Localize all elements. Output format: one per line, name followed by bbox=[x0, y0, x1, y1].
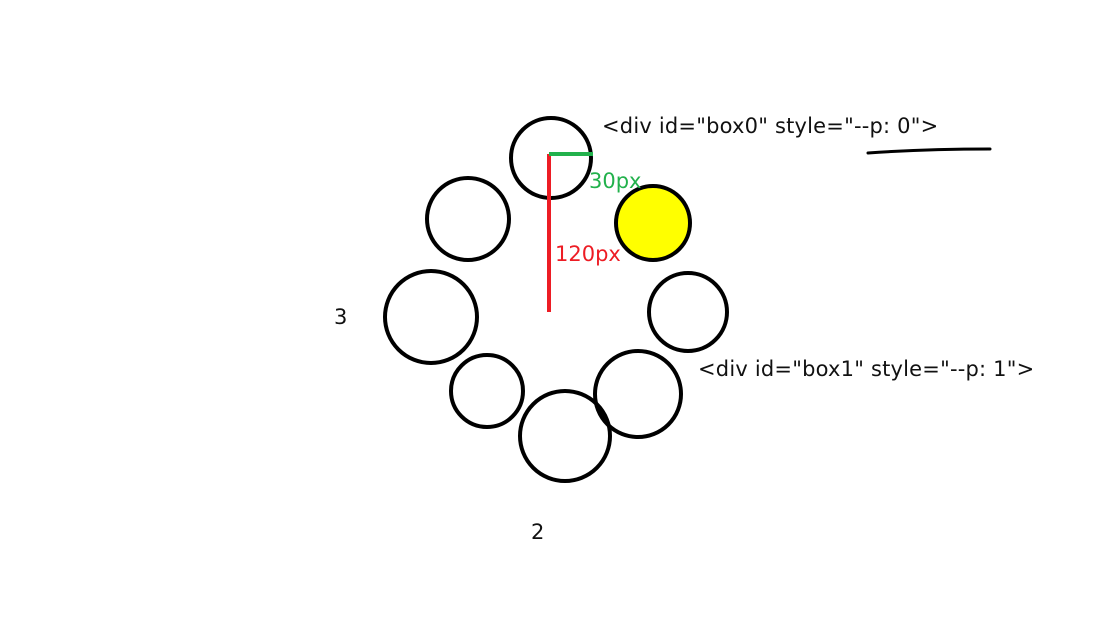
circle-left bbox=[383, 269, 479, 365]
circle-bottom-left bbox=[449, 353, 525, 429]
handwritten-underline bbox=[866, 147, 992, 155]
circle-right bbox=[647, 271, 729, 353]
circle-bottom-right bbox=[593, 349, 683, 439]
circle-top-left bbox=[425, 176, 511, 262]
circle-top-right bbox=[614, 184, 692, 262]
box1-code-label: <div id="box1" style="--p: 1"> bbox=[698, 357, 1035, 381]
position-label-2: 2 bbox=[531, 520, 545, 544]
vertical-measure-label: 120px bbox=[555, 242, 621, 266]
circle-bottom bbox=[518, 389, 612, 483]
box0-code-label: <div id="box0" style="--p: 0"> bbox=[602, 114, 939, 138]
position-label-3: 3 bbox=[334, 305, 348, 329]
horizontal-measure-label: 30px bbox=[589, 169, 642, 193]
